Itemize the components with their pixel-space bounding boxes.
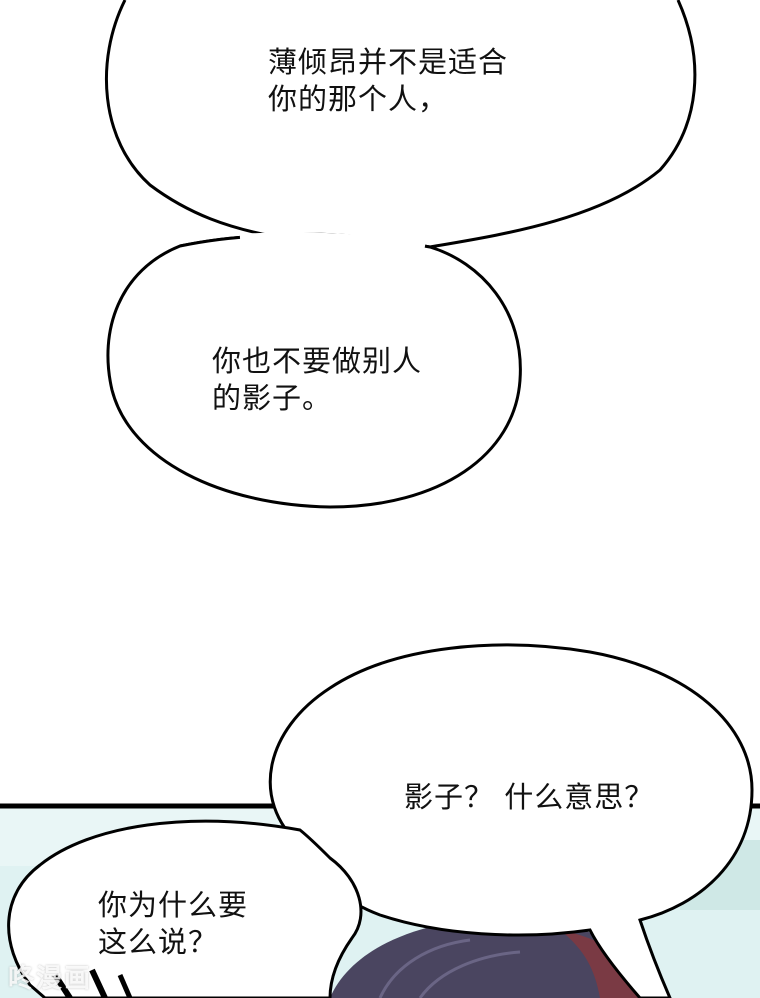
bubble-left-line-1: 你为什么要 xyxy=(98,888,249,922)
speech-bubble-right xyxy=(268,643,754,998)
speech-bubble-top xyxy=(104,0,697,249)
bubble-left-line-2: 这么说？ xyxy=(98,925,219,959)
foreground-strokes xyxy=(52,968,133,998)
bubble-top-line-2: 你的那个人， xyxy=(268,82,449,116)
bubble-middle-line-1: 你也不要做别人 xyxy=(212,344,423,378)
bubble-middle-line-2: 的影子。 xyxy=(212,381,333,415)
bubble-right-line-1: 影子？ 什么意思？ xyxy=(404,780,655,814)
watermark-logo: 咚漫画 xyxy=(8,964,93,994)
speech-bubble-left xyxy=(7,819,363,998)
bubble-top-line-1: 薄倾昂并不是适合 xyxy=(268,45,509,79)
